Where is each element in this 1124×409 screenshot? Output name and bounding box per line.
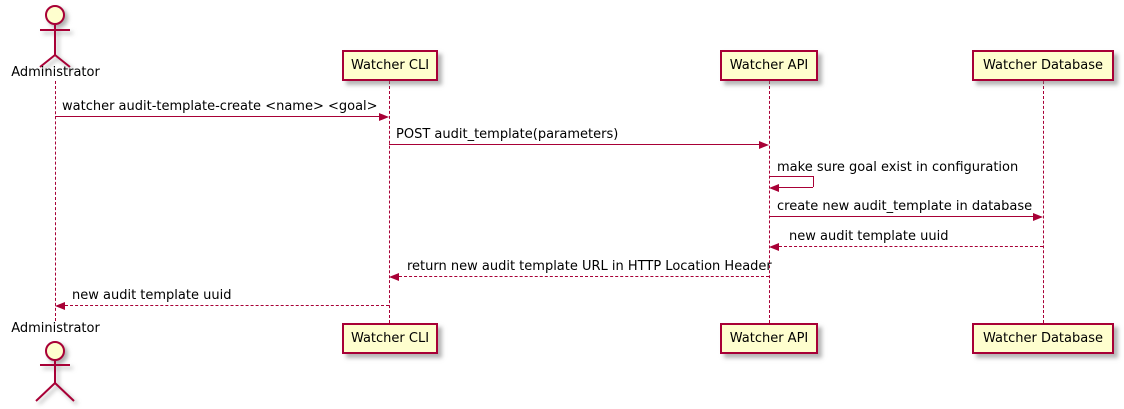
message-2-arrowhead-icon [759,141,769,149]
message-1-arrowhead-icon [379,113,389,121]
administrator-actor-icon-bottom [35,341,75,402]
lifeline-watcher-database [1043,81,1044,323]
message-7-arrowhead-icon [55,302,65,310]
participant-box-watcher-database-bottom: Watcher Database [972,323,1114,354]
message-6-arrowhead-icon [389,273,399,281]
message-4-line [769,216,1033,217]
message-4-arrowhead-icon [1033,213,1043,221]
message-5-label: new audit template uuid [789,229,949,244]
message-1-label: watcher audit-template-create <name> <go… [62,99,378,114]
message-5-arrowhead-icon [769,243,779,251]
participant-box-watcher-cli-top: Watcher CLI [342,50,438,81]
message-2-line [389,144,759,145]
message-1-line [55,116,380,117]
message-3-arrowhead-icon [769,184,779,192]
message-3-self-line-top [769,176,813,177]
message-4-label: create new audit_template in database [777,199,1033,214]
message-2-label: POST audit_template(parameters) [396,127,619,142]
message-3-self-line-bottom [779,187,813,188]
message-7-line [65,305,389,306]
message-6-label: return new audit template URL in HTTP Lo… [407,259,772,274]
message-7-label: new audit template uuid [72,288,232,303]
administrator-label-top: Administrator [11,65,100,80]
participant-box-watcher-api-top: Watcher API [720,50,818,81]
lifeline-watcher-cli [389,81,390,323]
administrator-label-bottom: Administrator [11,321,100,336]
participant-box-watcher-api-bottom: Watcher API [720,323,818,354]
administrator-actor-icon [39,5,71,68]
message-5-line [779,246,1043,247]
message-3-self-line-right [813,176,814,187]
participant-box-watcher-database-top: Watcher Database [972,50,1114,81]
message-6-line [399,276,769,277]
lifeline-watcher-api [769,81,770,323]
lifeline-administrator [55,81,56,321]
participant-box-watcher-cli-bottom: Watcher CLI [342,323,438,354]
message-3-label: make sure goal exist in configuration [777,160,1019,175]
